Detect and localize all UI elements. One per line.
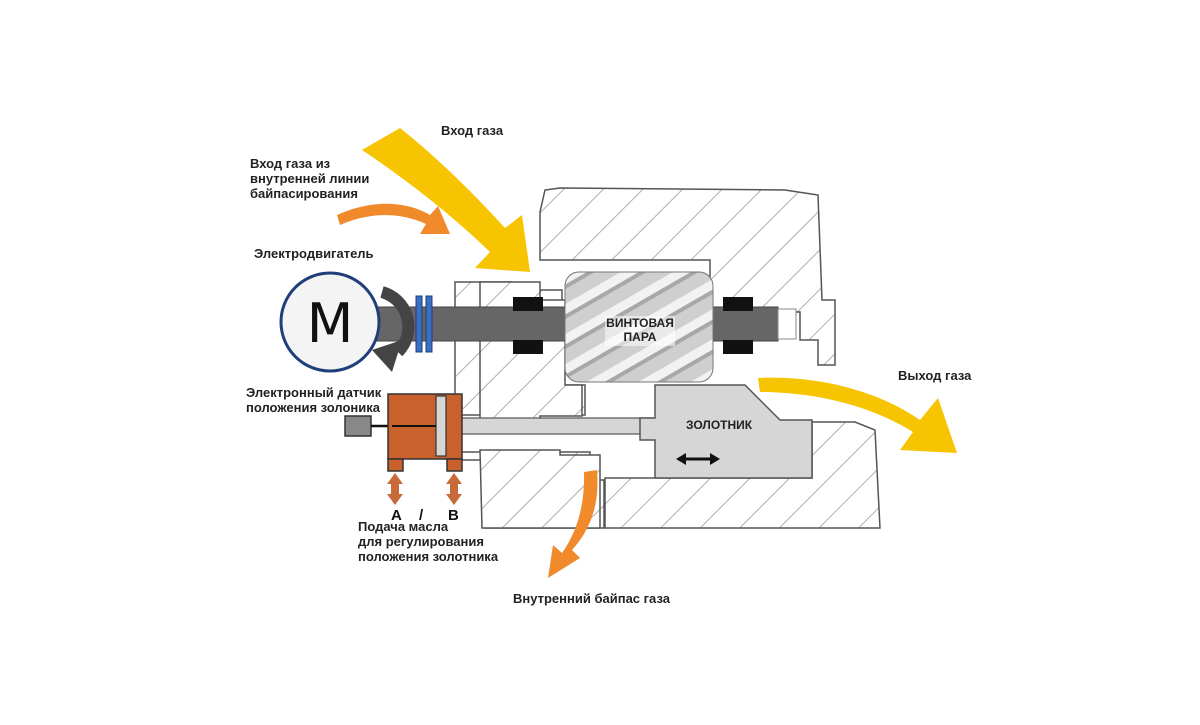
motor bbox=[279, 271, 381, 373]
bypass-inlet-arrow bbox=[337, 203, 450, 234]
double-arrow-icon bbox=[676, 453, 720, 465]
oil-arrow-a-icon bbox=[387, 473, 403, 505]
oil-supply-label-2: для регулирования bbox=[358, 534, 484, 549]
seal-left-top bbox=[513, 297, 543, 311]
spool-rod bbox=[447, 417, 659, 435]
gas-inlet-arrow bbox=[362, 128, 530, 272]
sensor-label-1: Электронный датчик bbox=[246, 385, 382, 400]
shaft-end bbox=[777, 308, 797, 340]
lower-left-housing-base bbox=[479, 449, 601, 529]
coupling-right bbox=[425, 295, 433, 353]
motor-label: Электродвигатель bbox=[254, 246, 374, 261]
seal-left-bottom bbox=[513, 340, 543, 354]
port-separator: / bbox=[419, 507, 424, 524]
bypass-inlet-label-2: внутренней линии bbox=[250, 171, 369, 186]
internal-bypass-arrow bbox=[548, 470, 598, 578]
motor-symbol: M bbox=[307, 292, 354, 355]
sensor-label-2: положения золоника bbox=[246, 400, 381, 415]
oil-supply-label-3: положения золотника bbox=[358, 549, 499, 564]
seal-right-bottom bbox=[723, 340, 753, 354]
bypass-inlet-label-3: байпасирования bbox=[250, 186, 358, 201]
screw-pair-label-1: ВИНТОВАЯ bbox=[606, 316, 674, 330]
slide-valve-label: ЗОЛОТНИК bbox=[686, 418, 753, 432]
sensor-icon bbox=[344, 415, 372, 437]
slide-valve bbox=[639, 384, 813, 479]
rotation-arrow-icon bbox=[372, 286, 415, 372]
bypass-inlet-label-1: Вход газа из bbox=[250, 156, 331, 171]
oil-arrow-b-icon bbox=[446, 473, 462, 505]
port-b-label: B bbox=[448, 507, 459, 524]
coupling-left bbox=[415, 295, 423, 353]
gas-inlet-label: Вход газа bbox=[441, 123, 504, 138]
screw-label-bg bbox=[605, 316, 675, 346]
seal-right-top bbox=[723, 297, 753, 311]
internal-bypass-label: Внутренний байпас газа bbox=[513, 591, 671, 606]
piston-foot-a bbox=[387, 458, 404, 472]
port-a-label: A bbox=[391, 507, 402, 524]
gas-outlet-label: Выход газа bbox=[898, 368, 972, 383]
oil-supply-label-1: Подача масла bbox=[358, 519, 449, 534]
piston-head bbox=[435, 395, 447, 457]
gas-outlet-arrow bbox=[758, 377, 957, 453]
screw-pair-label-2: ПАРА bbox=[624, 330, 657, 344]
piston-foot-b bbox=[446, 458, 463, 472]
